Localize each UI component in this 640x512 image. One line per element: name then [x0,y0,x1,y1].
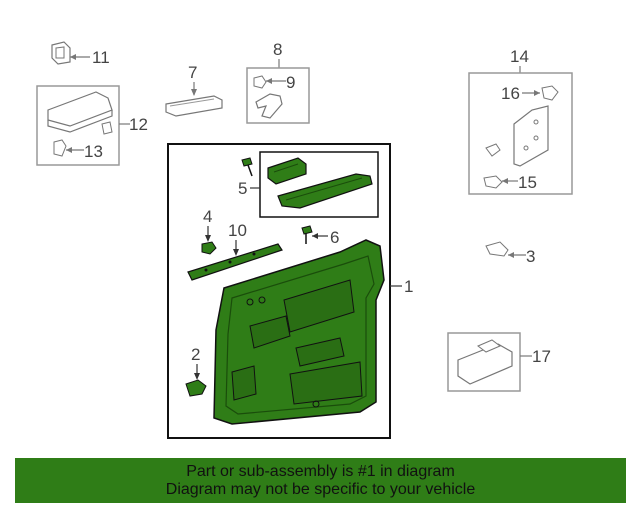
callout-16: 16 [501,84,520,103]
part-10-weatherstrip[interactable] [187,243,283,281]
part-5-screw[interactable] [241,157,253,177]
info-banner: Part or sub-assembly is #1 in diagram Di… [15,458,626,503]
part-13-clip[interactable] [53,139,84,157]
callout-14: 14 [510,47,529,66]
callout-6: 6 [330,228,339,247]
callout-12: 12 [129,115,148,134]
part-11-clip[interactable] [51,41,90,65]
banner-line-1: Part or sub-assembly is #1 in diagram [186,463,455,480]
part-8-bracket[interactable] [255,93,283,119]
callout-1: 1 [404,277,413,296]
banner-line-2: Diagram may not be specific to your vehi… [165,481,476,498]
part-9-clip[interactable] [253,75,286,89]
callout-17: 17 [532,347,551,366]
part-1-door-trim-panel[interactable] [213,239,385,425]
part-12-cover[interactable] [47,91,113,135]
part-7-strip[interactable] [165,95,223,117]
part-17-handle[interactable] [457,339,513,385]
part-6-screw[interactable] [301,225,313,244]
callout-13: 13 [84,142,103,161]
part-16-clip[interactable] [541,85,559,101]
part-5-armrest[interactable] [277,173,373,209]
part-15-clip[interactable] [483,175,518,189]
callout-11: 11 [92,48,110,67]
callout-3: 3 [526,247,535,266]
callout-15: 15 [518,173,537,192]
callout-5: 5 [238,179,247,198]
part-2-clip[interactable] [185,379,207,397]
part-14-panel[interactable] [513,105,549,167]
part-8-group-box [246,67,310,124]
part-4-clip[interactable] [201,241,217,255]
part-3-clip[interactable] [485,241,526,258]
part-14-screw[interactable] [485,143,501,157]
callout-10: 10 [228,221,247,240]
assembly-frame [167,143,391,439]
callout-2: 2 [191,345,200,364]
part-5-box [259,151,379,218]
part-5-switch-bezel[interactable] [267,157,307,185]
part-14-group-box [468,72,573,195]
callout-7: 7 [188,63,197,82]
part-17-box [447,332,521,392]
callout-9: 9 [286,73,295,92]
part-12-group-box [36,85,120,166]
callout-8: 8 [273,40,282,59]
callout-4: 4 [203,207,212,226]
